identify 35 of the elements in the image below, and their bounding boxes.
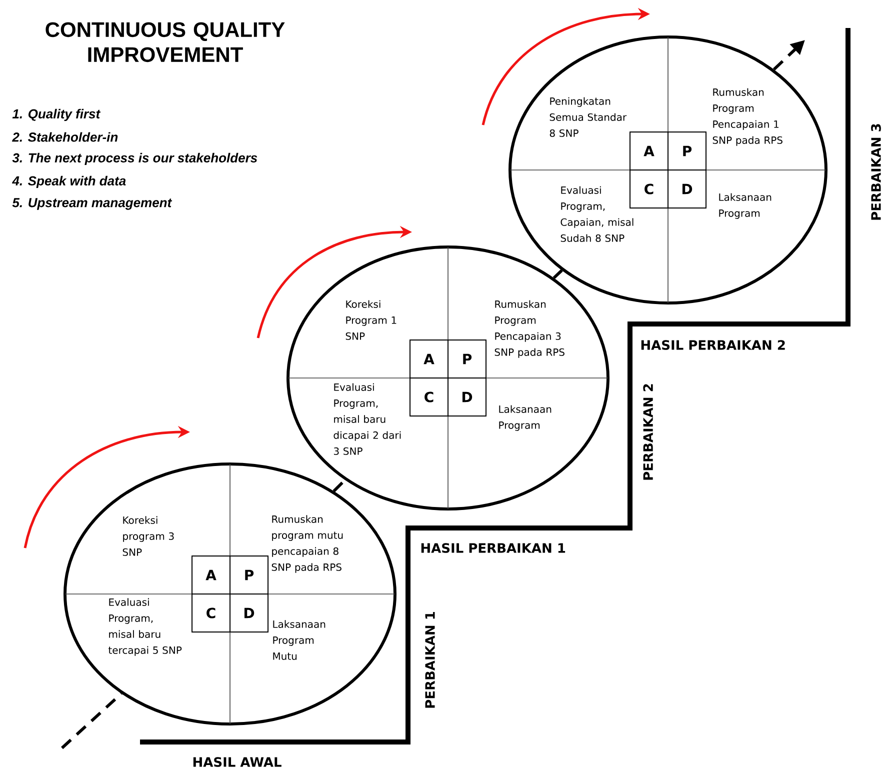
title: CONTINUOUS QUALITY IMPROVEMENT [46, 22, 285, 62]
letter-box: D [668, 170, 706, 208]
stage-label: HASIL PERBAIKAN 1 [421, 543, 566, 553]
letter-box: C [410, 378, 448, 416]
letter-box: C [630, 170, 668, 208]
principle-item: 5. Upstream management [12, 198, 172, 210]
quadrant-text: Evaluasi Program, misal baru tercapai 5 SNP [108, 598, 182, 656]
quadrant-text: Koreksi Program 1 SNP [346, 300, 396, 340]
letter-box: A [192, 556, 230, 594]
quadrant-text: Peningkatan Semua Standar 8 SNP [550, 97, 627, 137]
quadrant-text: Evaluasi Program, misal baru dicapai 2 dari 3 SNP [334, 383, 401, 455]
principle-item: 3. The next process is our stakeholders [12, 152, 258, 166]
letter-box: D [448, 378, 486, 416]
stage-label: HASIL PERBAIKAN 2 [641, 340, 785, 350]
principle-item: 1. Quality first [12, 108, 101, 122]
letter-box: P [668, 132, 706, 170]
stage-label: PERBAIKAN 2 [643, 384, 653, 480]
quadrant-text: Laksanaan Program [719, 193, 772, 219]
quadrant-text: Laksanaan Program Mutu [273, 620, 326, 660]
principle-item: 4. Speak with data [12, 176, 126, 188]
letter-box: P [448, 340, 486, 378]
stage-label: PERBAIKAN 1 [425, 612, 435, 708]
stage-label: PERBAIKAN 3 [871, 124, 881, 220]
letter-box: A [410, 340, 448, 378]
letter-box: P [230, 556, 268, 594]
quadrant-text: Rumuskan program mutu pencapaian 8 SNP pada RPS [272, 515, 343, 573]
letter-box: C [192, 594, 230, 632]
quadrant-text: Rumuskan Program Pencapaian 3 SNP pada RPS [494, 300, 564, 358]
quadrant-text: Rumuskan Program Pencapaian 1 SNP pada RPS [712, 88, 782, 146]
quadrant-text: Laksanaan Program [499, 405, 552, 431]
letter-box: D [230, 594, 268, 632]
stage-label: HASIL AWAL [193, 757, 282, 767]
letter-box: A [630, 132, 668, 170]
principle-item: 2. Stakeholder-in [12, 132, 118, 142]
quadrant-text: Koreksi program 3 SNP [122, 516, 174, 556]
